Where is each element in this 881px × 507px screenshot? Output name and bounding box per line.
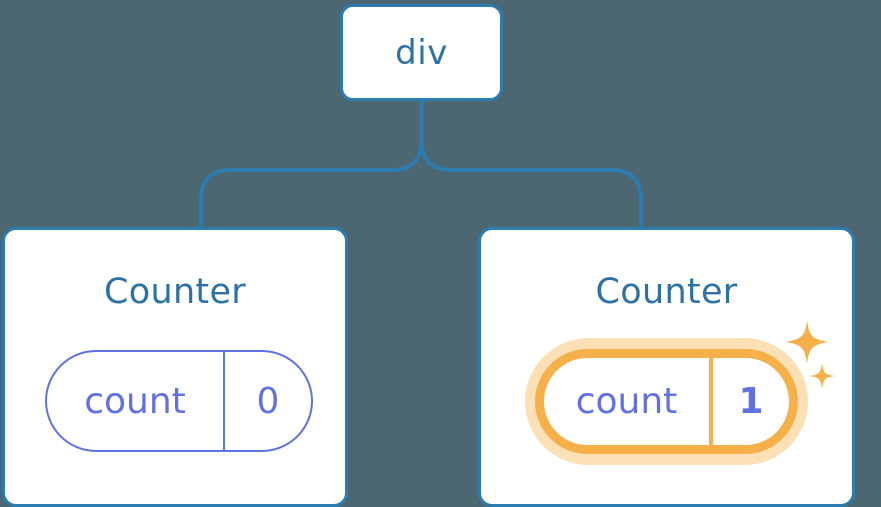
sparkle-small-icon [809,363,835,389]
counter-card-right[interactable]: Counter count 1 [478,227,855,507]
counter-title-left: Counter [104,272,246,312]
counter-title-right: Counter [595,272,738,312]
state-pill-left[interactable]: count 0 [45,350,313,452]
state-value-right: 1 [738,381,764,422]
root-node-label: div [395,32,448,73]
counter-card-left[interactable]: Counter count 0 [2,227,348,507]
state-value-left: 0 [256,380,280,422]
state-key-right: count [544,358,713,445]
state-key-left: count [47,352,225,450]
component-tree-diagram: div Counter count 0 Counter count 1 [2,4,855,507]
edge-to-right-counter [419,99,643,230]
state-pill-right[interactable]: count 1 [535,349,798,454]
edge-to-left-counter [199,99,424,230]
root-node-div[interactable]: div [340,4,503,101]
state-pill-right-wrapper[interactable]: count 1 [525,338,808,465]
